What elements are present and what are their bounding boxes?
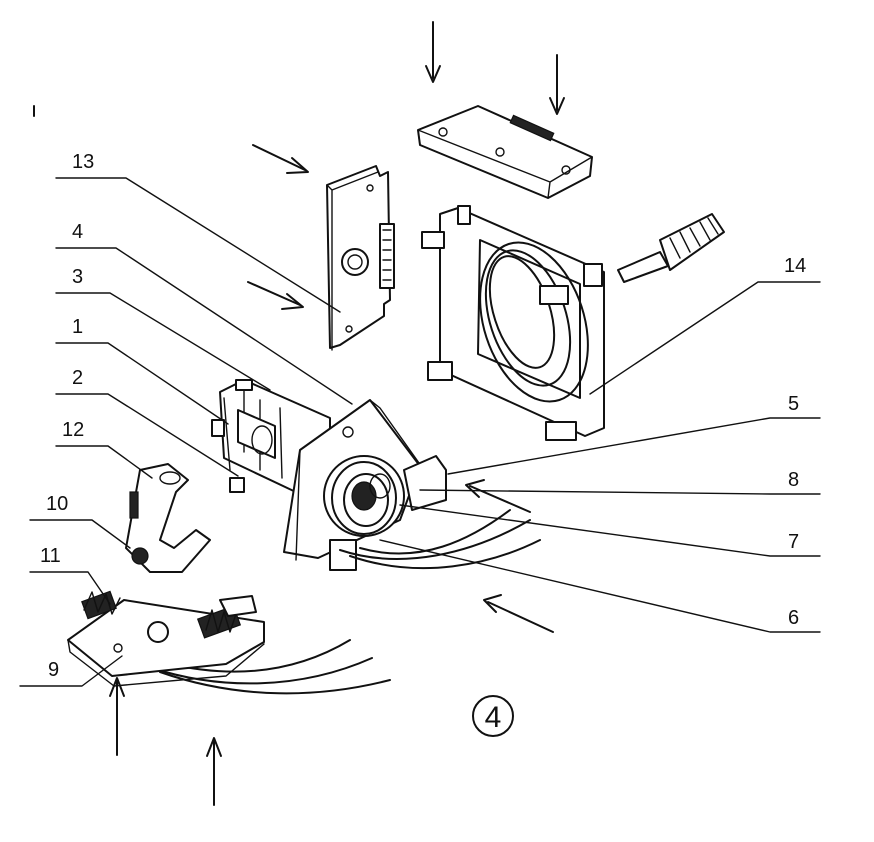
bottom-plate — [67, 590, 265, 687]
callout-5: 5 — [788, 393, 799, 415]
callout-1: 1 — [72, 316, 83, 338]
assembly-arrows — [33, 21, 565, 806]
callout-labels: 13 4 3 1 2 12 10 11 9 14 5 8 7 6 — [40, 151, 806, 681]
figure-number: 4 — [472, 695, 514, 737]
triangle-plate — [283, 399, 447, 571]
callout-10: 10 — [46, 493, 68, 515]
screwdriver-tool — [617, 213, 725, 283]
arrow-left-lower — [483, 594, 554, 633]
callout-14: 14 — [784, 255, 806, 277]
callout-3: 3 — [72, 266, 83, 288]
callout-6: 6 — [788, 607, 799, 629]
wire-bundle — [151, 509, 541, 695]
arrow-down-top-left — [425, 21, 441, 83]
callout-7: 7 — [788, 531, 799, 553]
callout-2: 2 — [72, 367, 83, 389]
callout-12: 12 — [62, 419, 84, 441]
arrow-left-middle — [465, 479, 531, 513]
top-cover-plate — [417, 105, 593, 199]
callout-4: 4 — [72, 221, 83, 243]
callout-11: 11 — [40, 545, 61, 567]
callout-9: 9 — [48, 659, 59, 681]
side-plate — [326, 165, 395, 351]
callout-13: 13 — [72, 151, 94, 173]
figure-number-text: 4 — [485, 701, 502, 734]
callout-8: 8 — [788, 469, 799, 491]
arrow-up-left — [109, 677, 125, 756]
yoke-bracket — [125, 463, 211, 573]
leader-lines — [19, 177, 821, 687]
arrow-right-lower — [247, 281, 304, 310]
arrow-up-right — [206, 737, 222, 806]
coil-frame — [421, 205, 605, 441]
arrow-down-top-right — [549, 54, 565, 115]
arrow-right-upper — [252, 144, 309, 174]
figure-number-circle — [472, 695, 514, 737]
